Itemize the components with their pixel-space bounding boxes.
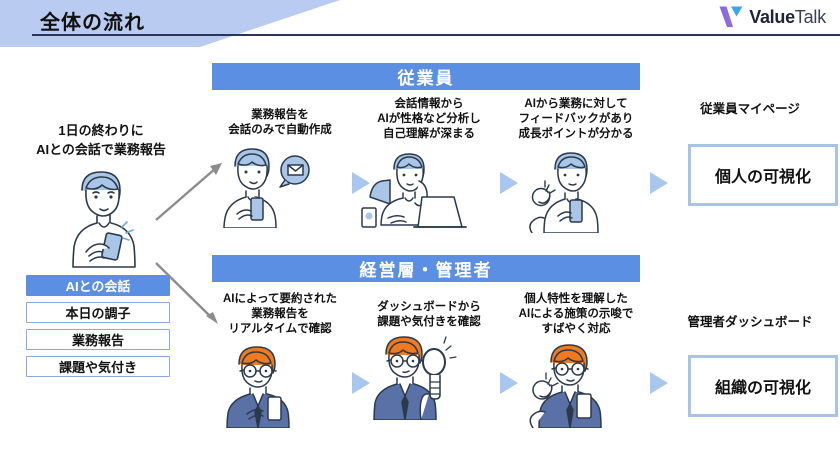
caption-line: 個人特性を理解した — [524, 293, 628, 305]
flow-arrow-manager-1 — [352, 372, 370, 394]
person-phone-mail-illustration — [223, 148, 310, 230]
flow-arrow-employee-2 — [500, 172, 518, 194]
step-employee-2: 会話情報から AIが性格など分析し 自己理解が深まる — [358, 97, 500, 238]
logo-value-text: Value — [749, 7, 795, 27]
manager-magnifier-illustration — [373, 336, 457, 422]
caption-line: AIによって要約された — [222, 293, 338, 305]
chip-work-report[interactable]: 業務報告 — [26, 329, 170, 350]
caption-line: フィードバックがあり — [518, 113, 634, 126]
caption-line: すばやく対応 — [541, 323, 611, 336]
chip-today-condition[interactable]: 本日の調子 — [26, 302, 170, 323]
person-laptop-coffee-illustration — [361, 152, 467, 228]
step-employee-2-caption: 会話情報から AIが性格など分析し 自己理解が深まる — [358, 97, 500, 143]
step-employee-3-caption: AIから業務に対して フィードバックがあり 成長ポイントが分かる — [505, 97, 647, 143]
manager-ok-gesture-illustration — [529, 343, 602, 429]
step-manager-2-caption: ダッシュボードから 課題や気付きを確認 — [358, 300, 500, 330]
header-divider — [32, 34, 840, 36]
flow-arrow-employee-3 — [650, 172, 668, 194]
left-caption-line-2: AIとの会話で業務報告 — [36, 141, 166, 157]
logo-talk-text: Talk — [794, 7, 826, 27]
v-logo-icon — [719, 6, 743, 27]
step-employee-1: 業務報告を 会話のみで自動作成 — [209, 108, 351, 233]
step-employee-3: AIから業務に対して フィードバックがあり 成長ポイントが分かる — [505, 97, 647, 238]
result-box-individual-visualization: 個人の可視化 — [688, 144, 838, 206]
person-with-phone-illustration — [72, 171, 136, 268]
band-title-management: 経営層・管理者 — [212, 255, 640, 282]
caption-line: ダッシュボードから — [377, 301, 481, 313]
caption-line: 業務報告を — [251, 308, 309, 321]
caption-line: 自己理解が深まる — [383, 128, 475, 141]
result-label-admin-dashboard: 管理者ダッシュボード — [687, 315, 813, 329]
result-label-employee-mypage: 従業員マイページ — [700, 102, 800, 116]
caption-line: AIから業務に対して — [524, 98, 628, 110]
page-title: 全体の流れ — [40, 12, 145, 34]
step-manager-1-caption: AIによって要約された 業務報告を リアルタイムで確認 — [209, 292, 351, 338]
person-ok-gesture-illustration — [529, 151, 599, 234]
flow-arrow-manager-3 — [650, 372, 668, 394]
chip-issues-insights[interactable]: 課題や気付き — [26, 356, 170, 377]
manager-phone-illustration — [226, 345, 290, 429]
step-manager-2: ダッシュボードから 課題や気付きを確認 — [358, 300, 500, 425]
flow-arrow-manager-2 — [500, 372, 518, 394]
caption-line: 業務報告を — [251, 109, 309, 121]
branch-arrow-up-line — [155, 167, 217, 221]
result-box-org-visualization: 組織の可視化 — [688, 355, 838, 417]
left-caption: 1日の終わりに AIとの会話で業務報告 — [6, 122, 196, 160]
caption-line: AIによる施策の示唆で — [518, 308, 634, 321]
caption-line: 成長ポイントが分かる — [518, 128, 634, 141]
step-employee-1-caption: 業務報告を 会話のみで自動作成 — [209, 108, 351, 138]
step-manager-3: 個人特性を理解した AIによる施策の示唆で すばやく対応 — [505, 292, 647, 433]
left-caption-line-1: 1日の終わりに — [58, 123, 144, 138]
step-manager-1: AIによって要約された 業務報告を リアルタイムで確認 — [209, 292, 351, 433]
step-manager-3-caption: 個人特性を理解した AIによる施策の示唆で すばやく対応 — [505, 292, 647, 338]
caption-line: 会話のみで自動作成 — [228, 124, 332, 137]
band-title-employee: 従業員 — [212, 63, 640, 90]
caption-line: 課題や気付きを確認 — [377, 316, 481, 329]
caption-line: リアルタイムで確認 — [228, 323, 332, 336]
ai-conversation-chip-stack: AIとの会話 本日の調子 業務報告 課題や気付き — [26, 275, 170, 383]
caption-line: 会話情報から — [394, 98, 464, 110]
chip-ai-conversation[interactable]: AIとの会話 — [26, 275, 170, 296]
caption-line: AIが性格など分析し — [377, 113, 481, 126]
flow-arrow-employee-1 — [352, 172, 370, 194]
